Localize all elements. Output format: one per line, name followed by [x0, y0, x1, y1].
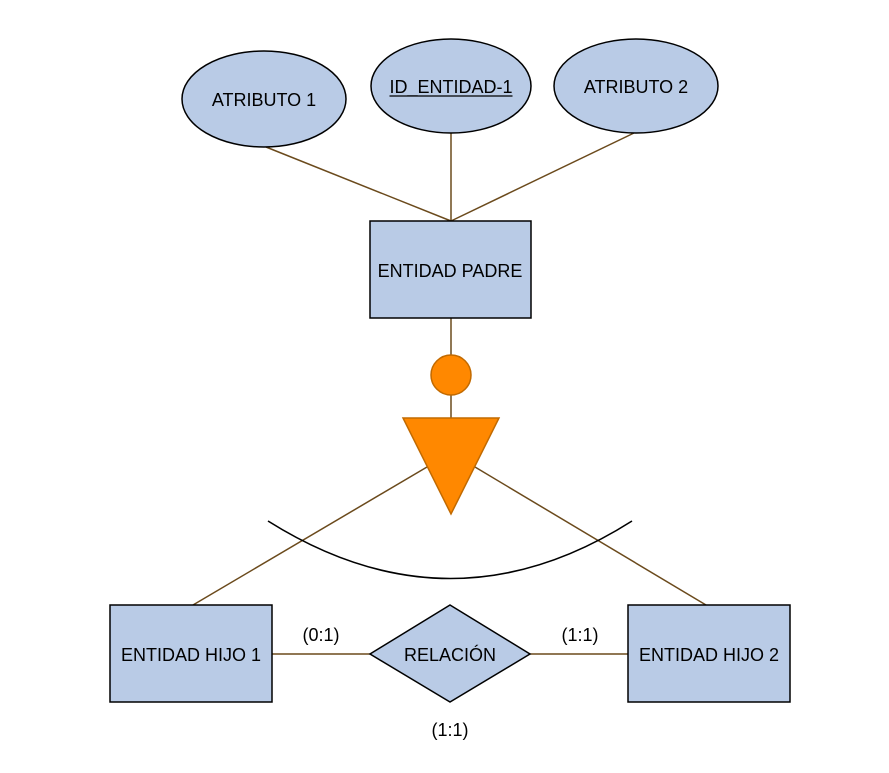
- attribute-label: ATRIBUTO 1: [212, 90, 316, 110]
- entity-entidad-hijo-2[interactable]: ENTIDAD HIJO 2: [627, 604, 791, 703]
- entity-entidad-hijo-1[interactable]: ENTIDAD HIJO 1: [109, 604, 273, 703]
- relationship-label: RELACIÓN: [404, 644, 496, 665]
- attribute-shape[interactable]: [181, 50, 347, 148]
- attribute-atributo-1[interactable]: ATRIBUTO 1: [181, 50, 347, 148]
- entity-shape[interactable]: [627, 604, 791, 703]
- attribute-label: ATRIBUTO 2: [584, 77, 688, 97]
- cardinality-bottom: (1:1): [431, 720, 468, 740]
- attribute-key-shape[interactable]: [370, 38, 532, 134]
- attribute-shape[interactable]: [553, 38, 719, 134]
- entity-label: ENTIDAD HIJO 1: [121, 645, 261, 665]
- entity-label: ENTIDAD HIJO 2: [639, 645, 779, 665]
- attribute-id-entidad-1[interactable]: ID_ENTIDAD-1: [370, 38, 532, 134]
- relationship-relacion[interactable]: RELACIÓN: [368, 604, 532, 703]
- entity-shape[interactable]: [369, 220, 532, 319]
- attribute-key-label: ID_ENTIDAD-1: [389, 77, 512, 98]
- entity-label: ENTIDAD PADRE: [378, 261, 523, 281]
- coverage-arc: [267, 520, 633, 580]
- specialization-circle[interactable]: [430, 354, 472, 396]
- entity-entidad-padre[interactable]: ENTIDAD PADRE: [369, 220, 532, 319]
- specialization-triangle[interactable]: [401, 417, 501, 516]
- connector-attr2-parent: [450, 132, 635, 222]
- cardinality-left: (0:1): [302, 625, 339, 645]
- connector-attr1-parent: [265, 146, 452, 222]
- specialization-symbol[interactable]: [401, 354, 501, 516]
- cardinality-right: (1:1): [561, 625, 598, 645]
- connector-triangle-child1: [192, 466, 428, 606]
- connector-triangle-child2: [474, 466, 707, 606]
- entity-shape[interactable]: [109, 604, 273, 703]
- connector-lines: [192, 132, 707, 655]
- attribute-atributo-2[interactable]: ATRIBUTO 2: [553, 38, 719, 134]
- relationship-shape[interactable]: [368, 604, 532, 703]
